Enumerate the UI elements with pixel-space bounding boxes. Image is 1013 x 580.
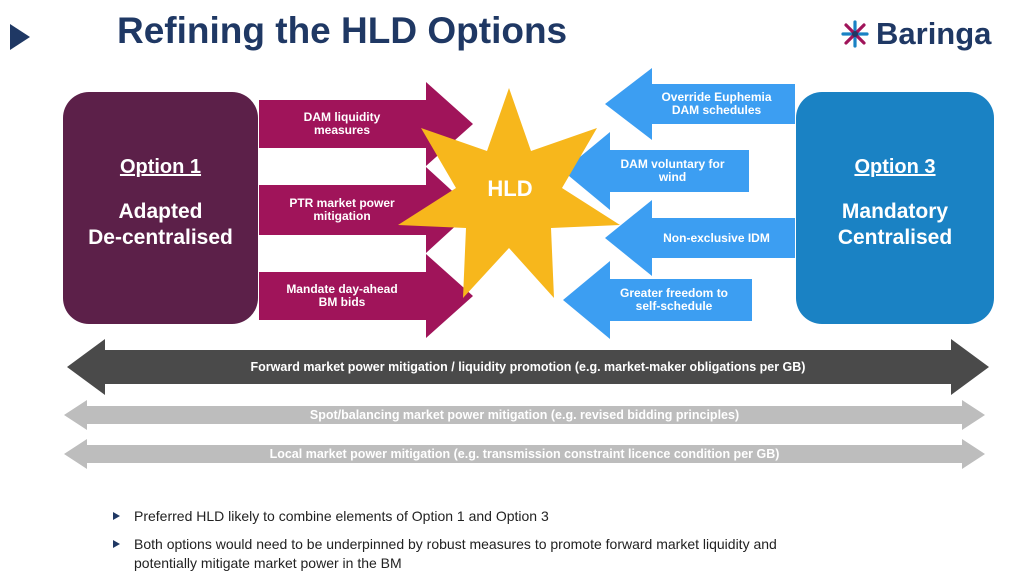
bullet-1-line1: Preferred HLD likely to combine elements… [134,508,549,524]
left-arrow-3-line1: Mandate day-ahead [286,282,398,296]
option3-title: Option 3 [854,156,936,178]
page-title: Refining the HLD Options [117,10,568,51]
right-arrow-1-line2: DAM schedules [671,103,762,117]
option1-name-line1: Adapted [118,200,203,223]
right-arrow-1-line1: Override Euphemia [661,90,772,104]
right-arrow-3 [605,200,795,276]
option1-name-line2: De-centralised [88,226,233,249]
option1-box: Option 1 Adapted De-centralised [63,92,258,324]
right-arrow-4-line1: Greater freedom to [619,286,729,300]
bullet-2-line2: potentially mitigate market power in the… [134,555,402,571]
left-arrow-3-line2: BM bids [318,295,366,309]
left-arrow-3 [259,254,473,338]
left-arrow-1 [259,82,473,166]
right-arrow-3-label: Non-exclusive IDM [638,218,795,258]
band-spot-arrow [64,400,985,430]
bullet-item-1: Preferred HLD likely to combine elements… [113,507,549,526]
left-arrow-2 [259,167,473,253]
right-arrow-2 [563,132,749,210]
option3-name-line1: Mandatory [841,200,949,223]
right-arrow-4-line2: self-schedule [635,299,713,313]
bullet-item-2: Both options would need to be underpinne… [113,535,777,573]
bullet-icon [113,540,120,548]
bullet-2-line1: Both options would need to be underpinne… [134,536,777,552]
band-local-arrow [64,439,985,469]
hld-label: HLD [487,176,533,201]
option1-title: Option 1 [119,156,202,178]
band-forward-arrow [67,339,989,395]
baringa-logo-icon [841,20,869,48]
baringa-logo: Baringa [840,14,991,54]
band-local-label: Local market power mitigation (e.g. tran… [269,447,780,461]
hld-star [398,88,620,298]
band-forward-label: Forward market power mitigation / liquid… [250,360,806,374]
option3-name-line2: Centralised [837,226,953,249]
right-arrow-1 [605,68,795,140]
left-arrow-2-line2: mitigation [313,209,371,223]
right-arrow-2-line2: wind [658,170,687,184]
left-arrow-1-line1: DAM liquidity [303,110,381,124]
logo-text: Baringa [876,16,992,51]
right-arrow-3-line1: Non-exclusive IDM [663,230,770,245]
left-arrow-1-line2: measures [313,123,371,137]
option3-box: Option 3 Mandatory Centralised [796,92,994,324]
right-arrow-2-line1: DAM voluntary for [620,157,725,171]
right-arrow-4 [563,261,752,339]
title-arrow-icon [10,24,30,50]
band-spot-label: Spot/balancing market power mitigation (… [309,408,740,422]
bullet-icon [113,512,120,520]
left-arrow-2-line1: PTR market power [289,196,395,210]
